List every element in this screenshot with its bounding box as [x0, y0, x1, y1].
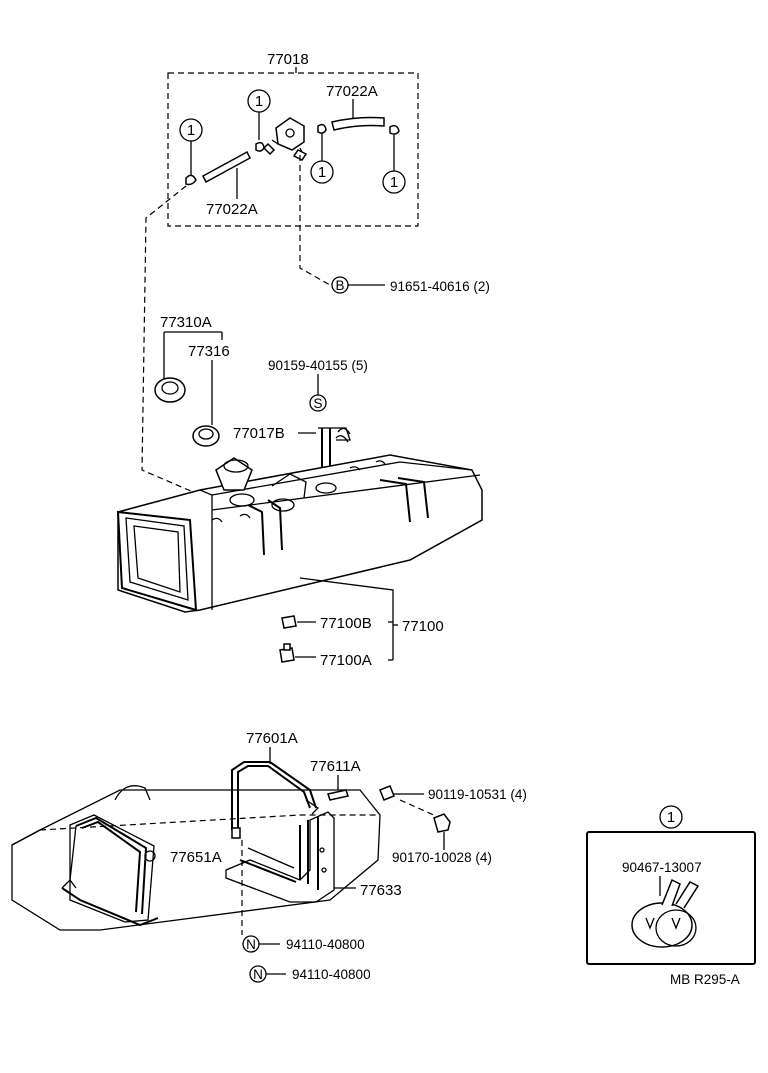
svg-text:1: 1 — [318, 164, 326, 181]
circle-marker: 1 — [382, 135, 406, 194]
hose-clamp-90467 — [631, 878, 700, 948]
label-77100A: 77100A — [320, 652, 372, 669]
reference-code: MB R295-A — [670, 972, 740, 987]
label-77022A-top: 77022A — [326, 83, 378, 100]
svg-text:1: 1 — [667, 809, 675, 826]
bolt-marker-b: B — [331, 276, 349, 294]
circle-marker: 1 — [247, 89, 271, 140]
svg-text:N: N — [253, 967, 263, 982]
label-90170: 90170-10028 (4) — [392, 850, 492, 865]
hose-77022A-lower — [202, 150, 251, 184]
bracket-77651A — [61, 814, 159, 927]
svg-text:1: 1 — [255, 93, 263, 110]
plug-77100B — [281, 615, 297, 629]
nut-marker-n: N — [249, 965, 267, 983]
label-77100: 77100 — [402, 618, 444, 635]
inset-box — [586, 831, 756, 965]
group-fuel-tank: 77310A 77316 90159-40155 (5) S 77017B — [116, 314, 483, 669]
label-77633: 77633 — [360, 882, 402, 899]
svg-text:N: N — [246, 937, 256, 952]
label-90467: 90467-13007 — [622, 860, 702, 875]
vent-valve — [262, 117, 308, 161]
svg-text:B: B — [335, 278, 344, 293]
label-77018: 77018 — [267, 51, 309, 68]
label-91651: 91651-40616 (2) — [390, 279, 490, 294]
hose-77022A-upper — [331, 116, 385, 131]
dashed-group-box — [167, 72, 419, 227]
label-77100B: 77100B — [320, 615, 372, 632]
svg-text:1: 1 — [390, 174, 398, 191]
hose-clamp — [185, 123, 400, 186]
svg-text:1: 1 — [187, 122, 195, 139]
svg-text:S: S — [313, 396, 322, 411]
label-77316: 77316 — [188, 343, 230, 360]
circle-marker: 1 — [310, 132, 334, 184]
nut-90119 — [379, 785, 400, 801]
grommet-77316 — [192, 425, 220, 447]
fuel-tank-77100 — [116, 454, 483, 613]
label-94110-b: 94110-40800 — [292, 967, 371, 982]
screw-marker-s: S — [309, 394, 327, 412]
band-77601A — [231, 761, 320, 839]
label-77022A-bottom: 77022A — [206, 201, 258, 218]
bolt-77611A — [327, 789, 349, 801]
tank-outline-dashed — [11, 789, 381, 931]
label-90159: 90159-40155 (5) — [268, 358, 368, 373]
nut-90170 — [433, 813, 451, 833]
label-90119: 90119-10531 (4) — [428, 787, 527, 802]
label-77601A: 77601A — [246, 730, 298, 747]
label-94110-a: 94110-40800 — [286, 937, 365, 952]
label-77611A: 77611A — [310, 758, 361, 775]
drain-plug-77100A — [279, 643, 295, 663]
nut-marker-n: N — [242, 935, 260, 953]
inset-clamp-detail: 1 90467-13007 MB R295-A — [586, 805, 756, 987]
bracket-77633 — [225, 811, 335, 903]
circle-marker: 1 — [659, 805, 683, 829]
group-tank-bands: 77651A 77601A 77611A 77633 — [11, 730, 527, 983]
label-77017B: 77017B — [233, 425, 285, 442]
grommet-77310A — [154, 377, 186, 403]
label-77651A: 77651A — [170, 849, 222, 866]
group-77018: 77018 1 1 1 1 — [141, 51, 490, 496]
label-77310A: 77310A — [160, 314, 212, 331]
circle-marker: 1 — [179, 118, 203, 176]
